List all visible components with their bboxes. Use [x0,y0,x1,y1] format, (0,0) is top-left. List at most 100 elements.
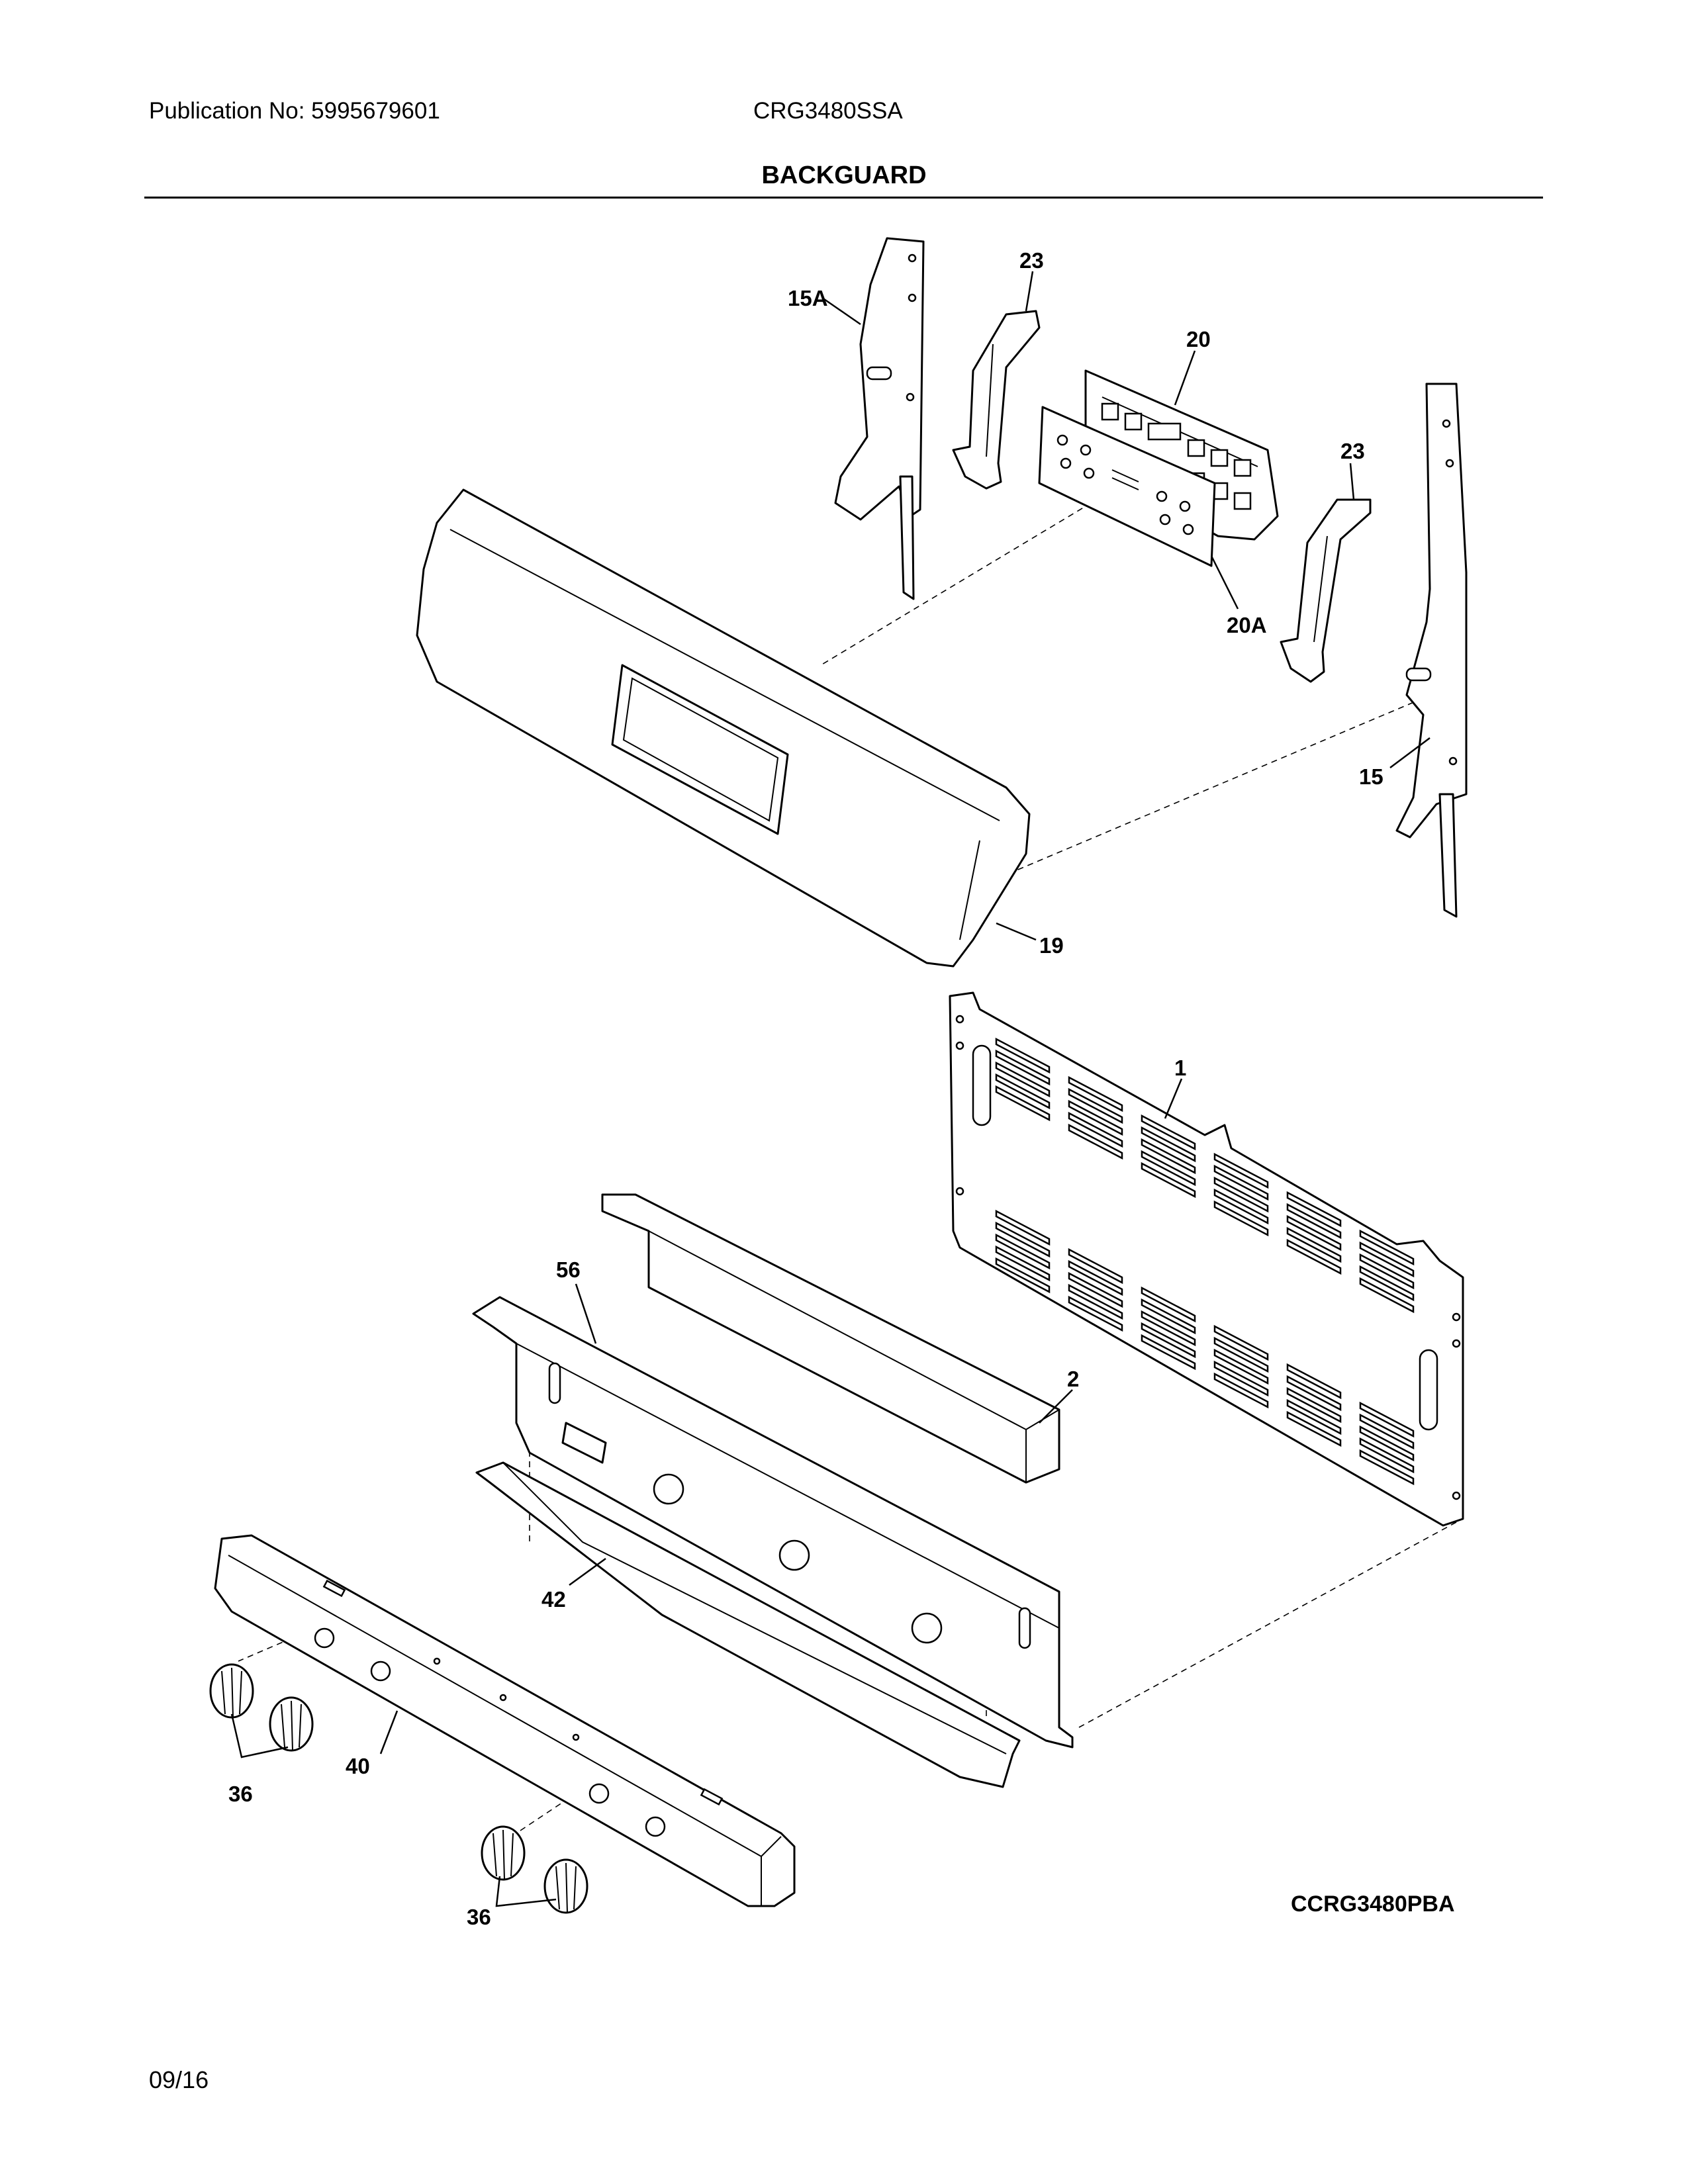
callout-labels: 15A 23 20 23 20A 15 19 1 56 2 42 40 36 3… [228,248,1383,1929]
callout-36-right: 36 [467,1905,491,1929]
louver-slot [995,1085,1051,1122]
header-divider [144,197,1543,199]
louver-slot [995,1257,1051,1294]
callout-56: 56 [556,1257,581,1282]
louver-slot [1141,1334,1196,1371]
callout-23-lower: 23 [1340,439,1365,463]
callout-2: 2 [1067,1367,1079,1391]
rear-panel-louvers [995,1037,1415,1486]
louver-slot [1286,1398,1342,1435]
callout-42: 42 [541,1587,566,1612]
louver-slot [1359,1425,1415,1462]
shield-2 [601,1193,1060,1484]
louver-slot [1213,1188,1269,1225]
louver-slot [1286,1226,1342,1263]
louver-slot [1141,1126,1196,1163]
louver-slot [1213,1164,1269,1201]
page-title: BACKGUARD [761,161,927,189]
louver-slot [1286,1410,1342,1447]
callout-15: 15 [1359,764,1383,789]
louver-slot [1141,1298,1196,1335]
louver-slot [1068,1259,1123,1297]
louver-slot [1359,1437,1415,1474]
knob-2 [269,1696,314,1752]
knob-4 [543,1858,588,1914]
louver-slot [1286,1387,1342,1424]
louver-slot [1359,1265,1415,1302]
revision-date: 09/16 [149,2066,209,2093]
louver-slot [1359,1241,1415,1278]
louver-slot [1068,1111,1123,1148]
louver-slot [1068,1248,1123,1285]
callout-40: 40 [346,1754,370,1778]
louver-slot [1213,1152,1269,1189]
knobs-36 [209,1663,588,1914]
louver-slot [1213,1360,1269,1397]
louver-slot [1141,1138,1196,1175]
louver-slot [1286,1375,1342,1412]
louver-slot [1213,1336,1269,1373]
louver-slot [995,1061,1051,1098]
callout-20a: 20A [1227,613,1267,637]
louver-slot [1359,1413,1415,1450]
louver-slot [1068,1087,1123,1124]
callout-20: 20 [1186,327,1211,351]
louver-slot [1286,1363,1342,1400]
louver-slot [995,1209,1051,1246]
louver-slot [1213,1200,1269,1237]
louver-slot [1068,1075,1123,1113]
model-number: CRG3480SSA [753,98,903,124]
callout-36-left: 36 [228,1782,253,1806]
manifold-console-40 [214,1534,796,1907]
louver-slot [995,1233,1051,1270]
end-cap-bracket-15 [1395,383,1468,918]
louver-slot [1359,1253,1415,1290]
louver-slot [1359,1229,1415,1266]
louver-slot [995,1221,1051,1258]
louver-slot [1141,1286,1196,1323]
bracket-23-lower [1280,498,1372,683]
callout-1: 1 [1174,1056,1186,1080]
louver-slot [1068,1295,1123,1332]
louver-slot [1286,1203,1342,1240]
louver-slot [1359,1277,1415,1314]
leader-lines [230,271,1430,1907]
louver-slot [1359,1449,1415,1486]
louver-slot [1068,1123,1123,1160]
manifold-panel-56 [472,1296,1074,1749]
louver-slot [1213,1348,1269,1385]
knob-1 [209,1663,254,1719]
end-cap-bracket-15a [834,237,925,600]
louver-slot [1141,1322,1196,1359]
knob-3 [481,1825,526,1881]
louver-slot [1068,1099,1123,1136]
louver-slot [1068,1271,1123,1308]
publication-number: Publication No: 5995679601 [149,98,440,124]
louver-slot [1141,1310,1196,1347]
backguard-panel-19 [416,488,1031,968]
louver-slot [995,1073,1051,1110]
rear-panel-1 [949,991,1464,1527]
lower-trim-42 [475,1461,1021,1788]
louver-slot [1068,1283,1123,1320]
louver-slot [1141,1114,1196,1151]
louver-slot [1359,1401,1415,1438]
louver-slot [1286,1191,1342,1228]
callout-23-upper: 23 [1019,248,1044,273]
louver-slot [995,1037,1051,1074]
control-overlay-20a [1038,406,1216,567]
callout-15a: 15A [788,286,828,310]
louver-slot [1213,1324,1269,1361]
louver-slot [1141,1150,1196,1187]
louver-slot [1213,1372,1269,1409]
louver-slot [1286,1214,1342,1251]
bracket-23-upper [952,310,1041,490]
louver-slot [1213,1176,1269,1213]
louver-slot [995,1245,1051,1282]
louver-slot [1286,1238,1342,1275]
louver-slot [995,1049,1051,1086]
diagram-code: CCRG3480PBA [1291,1891,1455,1917]
louver-slot [1141,1161,1196,1199]
callout-19: 19 [1039,933,1064,958]
